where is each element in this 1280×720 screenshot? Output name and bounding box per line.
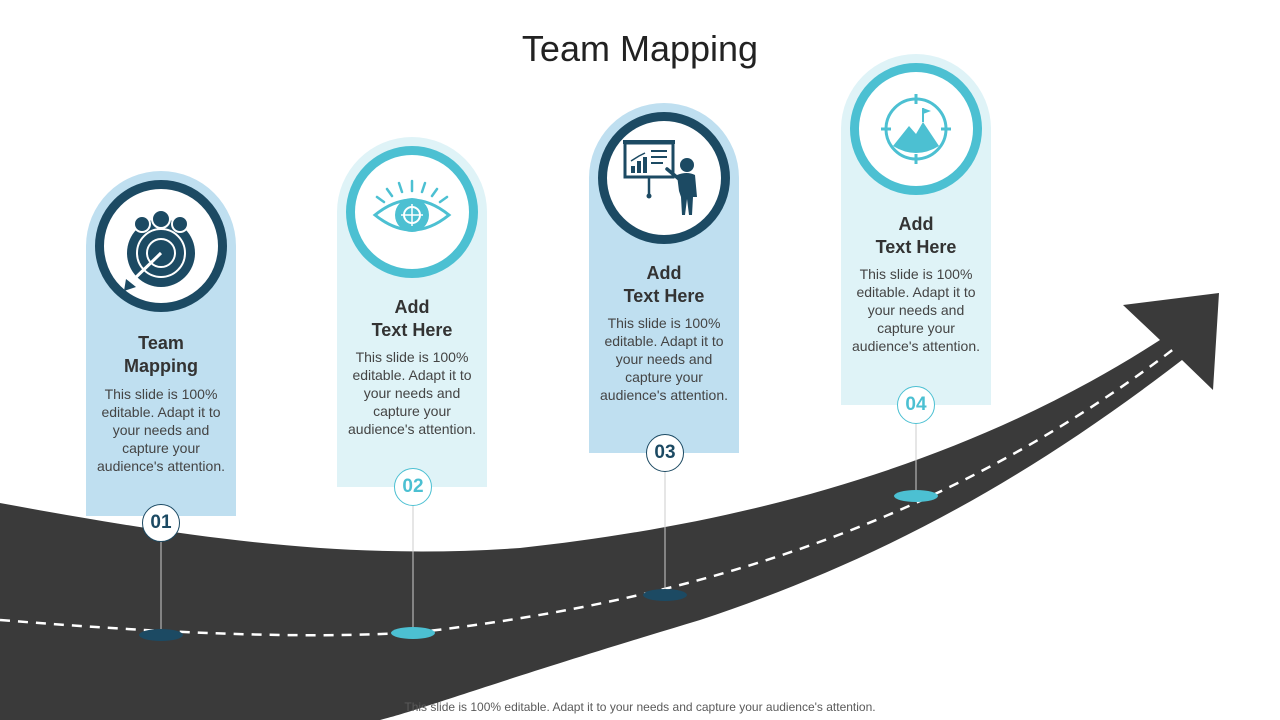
step-body: This slide is 100% editable. Adapt it to… xyxy=(600,315,728,403)
team-target-icon xyxy=(124,209,195,291)
step-title: Add Text Here xyxy=(623,263,705,306)
step-card-03: Add Text Here This slide is 100% editabl… xyxy=(589,103,739,453)
step-card-02: Add Text Here This slide is 100% editabl… xyxy=(337,137,487,487)
step-body: This slide is 100% editable. Adapt it to… xyxy=(348,349,476,437)
step-body: This slide is 100% editable. Adapt it to… xyxy=(852,266,980,354)
step-body: This slide is 100% editable. Adapt it to… xyxy=(97,386,225,474)
icon-ring xyxy=(850,63,982,195)
step-number-badge: 04 xyxy=(897,386,935,424)
step-number-badge: 01 xyxy=(142,504,180,542)
eye-icon xyxy=(372,179,452,232)
step-number-badge: 03 xyxy=(646,434,684,472)
pin-dot-01 xyxy=(139,629,183,641)
step-card-01: Team Mapping This slide is 100% editable… xyxy=(86,171,236,516)
page-title: Team Mapping xyxy=(521,28,759,69)
icon-ring xyxy=(346,146,478,278)
icon-ring xyxy=(95,180,227,312)
step-title: Add Text Here xyxy=(875,214,957,257)
pin-dot-03 xyxy=(643,589,687,601)
step-card-04: Add Text Here This slide is 100% editabl… xyxy=(841,54,991,405)
pin-dot-04 xyxy=(894,490,938,502)
presentation-icon xyxy=(623,140,697,215)
road-shape xyxy=(0,293,1219,720)
pin-dot-02 xyxy=(391,627,435,639)
step-number-badge: 02 xyxy=(394,468,432,506)
icon-ring xyxy=(598,112,730,244)
step-title: Add Text Here xyxy=(371,297,453,340)
step-title: Team Mapping xyxy=(124,333,198,376)
mountain-target-icon xyxy=(881,94,951,164)
footer-note: This slide is 100% editable. Adapt it to… xyxy=(404,700,876,714)
